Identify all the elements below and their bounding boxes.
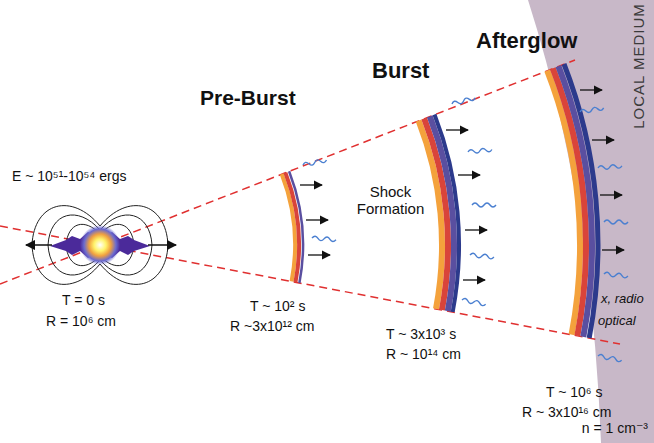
wave <box>303 158 327 167</box>
wave <box>580 106 604 114</box>
region-label: LOCAL MEDIUM <box>630 3 647 129</box>
time-label: T = 0 s <box>62 292 105 308</box>
cone-line <box>0 226 620 344</box>
phase-title: Burst <box>372 58 429 83</box>
wave <box>312 236 336 242</box>
radius-label: R ~ 10¹⁴ cm <box>386 346 461 362</box>
motion-arrow <box>602 249 624 250</box>
shell-band <box>435 115 460 313</box>
radius-label: R = 10⁶ cm <box>46 313 116 329</box>
radiation-waves <box>303 96 628 362</box>
motion-arrow <box>306 219 328 220</box>
wave <box>470 253 494 259</box>
motion-arrow <box>300 184 322 185</box>
motion-arrow <box>458 174 480 175</box>
time-label: T ~ 10⁶ s <box>546 384 602 400</box>
motion-arrow <box>580 89 602 90</box>
central-engine <box>80 225 120 265</box>
shell-band <box>430 116 454 311</box>
local-medium-region <box>528 0 654 443</box>
motion-arrow <box>463 279 485 280</box>
energy-label: E ~ 10⁵¹-10⁵⁴ ergs <box>12 168 127 184</box>
wave <box>472 203 496 207</box>
motion-arrow <box>308 254 330 255</box>
afterglow-shell <box>547 64 598 338</box>
cone-line <box>0 60 575 284</box>
emission-label: x, radio <box>601 292 644 307</box>
motion-arrow <box>600 194 622 195</box>
jet-arrow <box>26 244 52 246</box>
wave <box>598 164 622 170</box>
radius-label: R ~ 3x10¹⁶ cm <box>522 404 611 420</box>
density-label: n = 1 cm⁻³ <box>582 420 648 436</box>
time-label: T ~ 3x10³ s <box>386 326 456 342</box>
pre-burst-shell <box>282 171 303 283</box>
motion-arrow <box>465 229 487 230</box>
shell-band <box>285 173 299 283</box>
shell-band <box>558 66 592 337</box>
wave <box>604 220 628 224</box>
burst-shell <box>419 115 459 313</box>
phase-title: Afterglow <box>476 28 577 53</box>
motion-arrows <box>300 90 624 280</box>
motion-arrow <box>592 139 614 140</box>
radius-label: R ~3x10¹² cm <box>230 318 314 334</box>
jet-arrow <box>148 244 176 246</box>
process-label: Shock Formation <box>343 183 438 218</box>
time-label: T ~ 10² s <box>250 298 305 314</box>
wave <box>462 298 486 306</box>
motion-arrow <box>446 129 468 130</box>
wave <box>468 148 492 154</box>
field-lines <box>32 206 168 285</box>
phase-title: Pre-Burst <box>200 86 296 110</box>
wave <box>604 272 628 278</box>
shell-band <box>289 171 303 283</box>
shell-band <box>564 64 598 338</box>
wave <box>598 354 622 362</box>
emission-label: optical <box>598 314 636 329</box>
wave <box>451 96 475 106</box>
